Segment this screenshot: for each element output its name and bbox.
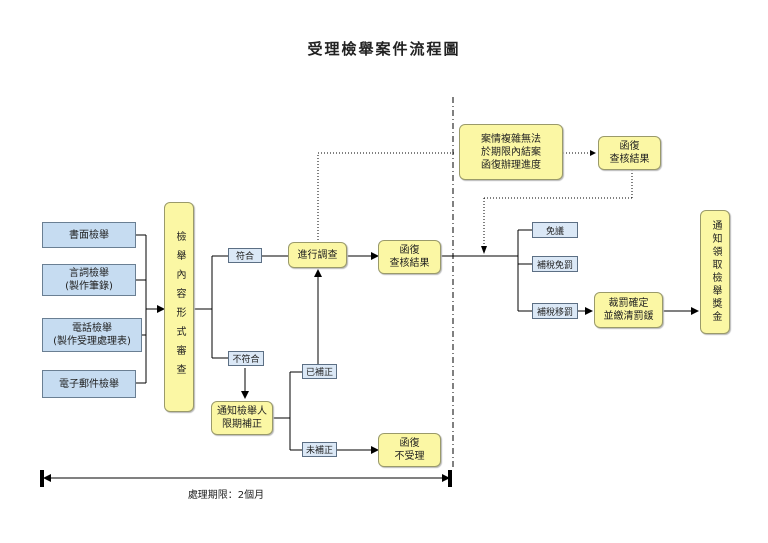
fixed-label: 已補正 [302,364,337,379]
reward-box: 通知領取檢舉獎金 [700,210,730,334]
reply-result-box-2: 函復 查核結果 [598,136,661,170]
outcome-tax-no-penalty: 補稅免罰 [532,256,578,272]
reply-reject-box: 函復 不受理 [378,433,441,467]
source-written: 書面檢舉 [42,222,136,248]
branch-nomatch: 不符合 [228,351,264,366]
source-verbal: 言詞檢舉 (製作筆錄) [42,264,136,296]
reward-box-label: 通知領取檢舉獎金 [710,220,721,324]
time-limit-label: 處理期限：2個月 [187,490,265,501]
source-email: 電子郵件檢舉 [42,370,136,398]
notify-fix-box: 通知檢舉人 限期補正 [211,401,273,435]
penalty-box: 裁罰確定 並繳清罰鍰 [594,292,663,328]
review-box-label: 檢舉內容形式審查 [174,231,185,383]
outcome-exempt: 免議 [532,222,578,238]
review-box: 檢舉內容形式審查 [164,202,194,412]
complex-case-box: 案情複雜無法 於期限內結案 函復辦理進度 [459,124,563,180]
investigate-box: 進行調查 [288,242,347,268]
source-phone: 電話檢舉 (製作受理處理表) [42,318,142,352]
branch-match: 符合 [228,248,262,263]
not-fixed-label: 未補正 [302,442,337,457]
outcome-tax-penalty: 補稅移罰 [532,303,578,319]
reply-result-box: 函復 查核結果 [378,240,441,274]
diagram-title: 受理檢舉案件流程圖 [307,40,461,58]
